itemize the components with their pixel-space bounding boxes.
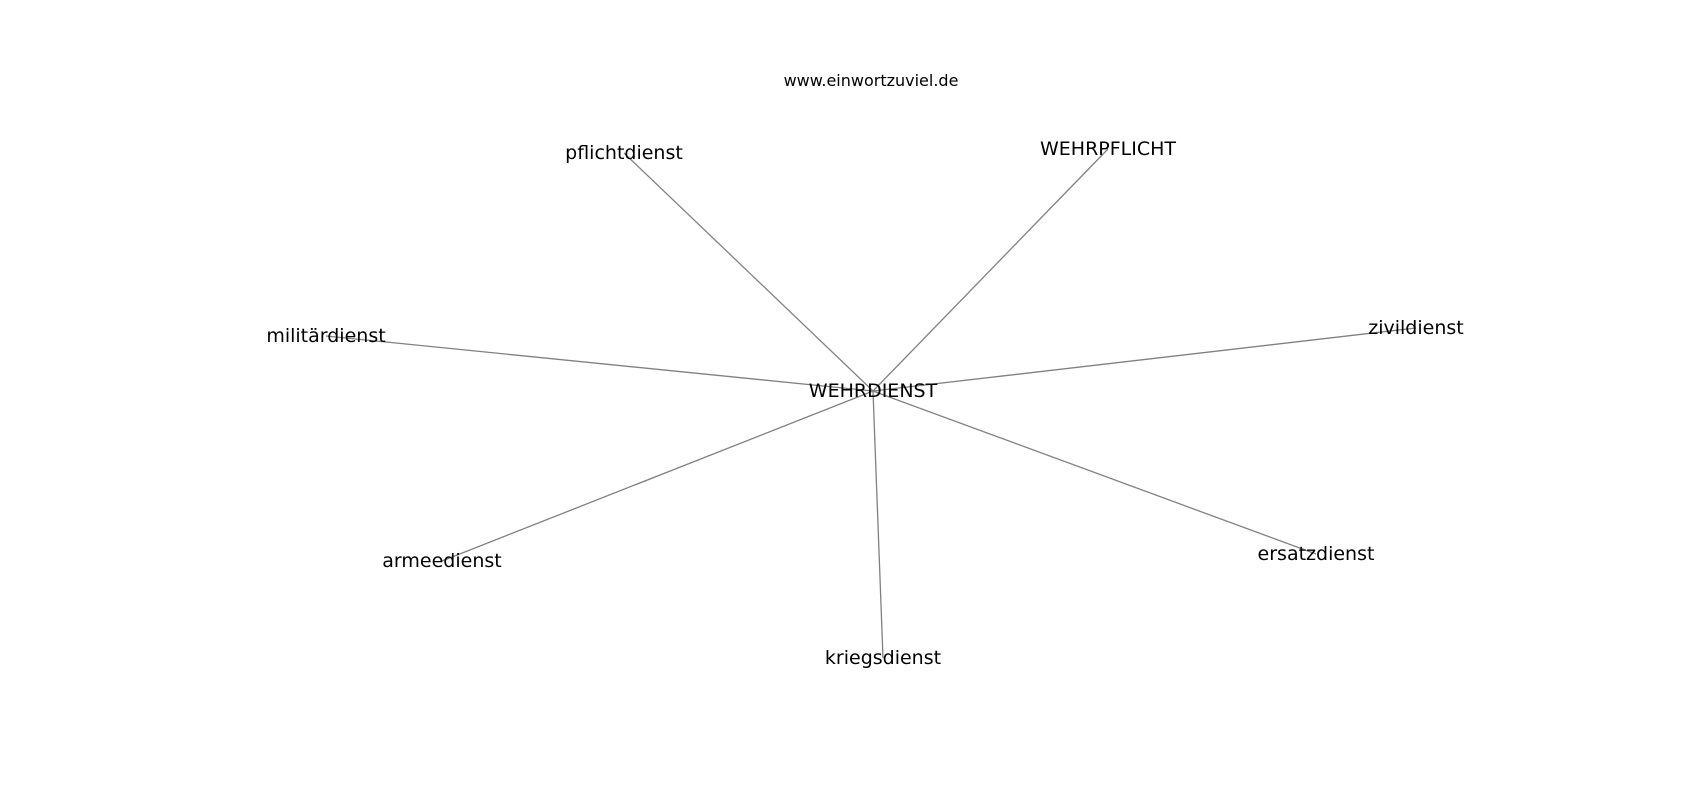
- edge-wehrdienst-zivildienst: [872, 327, 1417, 392]
- site-url: www.einwortzuviel.de: [783, 71, 959, 90]
- edge-wehrdienst-militardienst: [325, 335, 874, 392]
- node-wehrpflicht: WEHRPFLICHT: [1040, 138, 1176, 160]
- node-armeedienst: armeedienst: [382, 550, 501, 572]
- node-wehrdienst: WEHRDIENST: [809, 380, 938, 402]
- node-kriegsdienst: kriegsdienst: [825, 647, 941, 669]
- edge-wehrdienst-pflichtdienst: [623, 152, 874, 392]
- node-zivildienst: zivildienst: [1368, 317, 1463, 339]
- edge-wehrdienst-kriegsdienst: [872, 390, 884, 659]
- node-pflichtdienst: pflichtdienst: [565, 142, 683, 164]
- node-militardienst: militärdienst: [266, 325, 385, 347]
- node-ersatzdienst: ersatzdienst: [1258, 543, 1375, 565]
- edge-wehrdienst-armeedienst: [441, 390, 874, 562]
- graph-nodes: WEHRDIENST pflichtdienst WEHRPFLICHT militä…: [266, 138, 1463, 669]
- edge-wehrdienst-wehrpflicht: [872, 148, 1109, 392]
- edge-wehrdienst-ersatzdienst: [872, 390, 1317, 555]
- graph-edges: [325, 148, 1417, 659]
